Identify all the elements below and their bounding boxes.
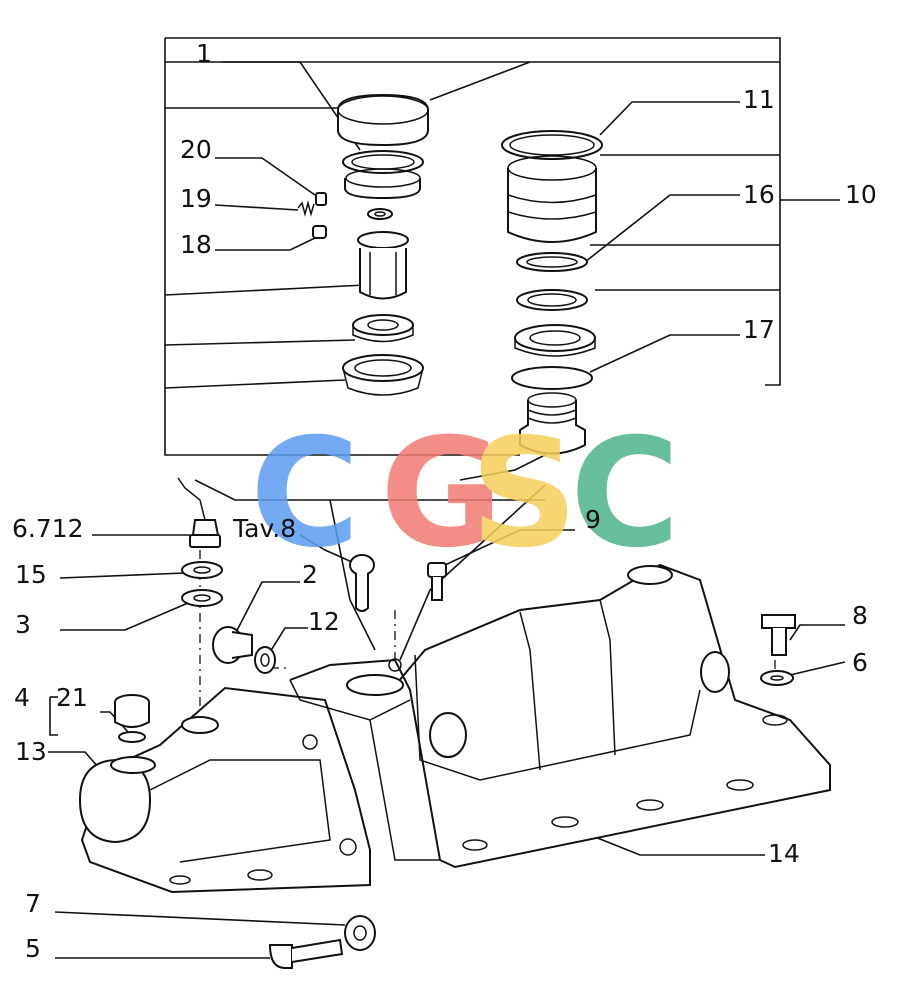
callout-20: 20 xyxy=(180,135,212,164)
callout-13: 13 xyxy=(15,737,47,766)
callout-16: 16 xyxy=(743,180,775,209)
splined-hub-part xyxy=(357,231,409,300)
callout-10: 10 xyxy=(845,180,877,209)
top-assembly-bracket xyxy=(164,37,840,456)
screw-9-part xyxy=(427,562,447,601)
callout-9: 9 xyxy=(585,505,601,534)
callout-11: 11 xyxy=(743,85,775,114)
callout-1: 1 xyxy=(196,39,212,68)
right-housing-14-part xyxy=(289,563,831,869)
callout-labels: 1 20 19 18 11 16 10 17 6.712 Tav.8 9 15 … xyxy=(12,39,877,963)
shim-16-part xyxy=(516,252,588,272)
watermark-letter-4: C xyxy=(570,407,680,581)
cgsc-watermark: C G S C xyxy=(250,407,680,581)
washer-15-part xyxy=(181,561,223,579)
spring-19-part xyxy=(297,200,315,217)
small-washer-part xyxy=(367,208,393,220)
callout-7: 7 xyxy=(25,889,41,918)
callout-18: 18 xyxy=(180,230,212,259)
sensor-6712-part xyxy=(177,477,221,548)
gear-shaft-part xyxy=(519,392,586,455)
callout-tav8: Tav.8 xyxy=(232,514,296,543)
callout-8: 8 xyxy=(852,601,868,630)
callout-17: 17 xyxy=(743,315,775,344)
ball-bearing-part xyxy=(514,324,596,357)
callout-3: 3 xyxy=(15,610,31,639)
drum-part xyxy=(507,155,597,243)
pin-20-part xyxy=(315,192,327,206)
bearing-ring-part xyxy=(352,314,414,343)
snap-ring-part xyxy=(342,150,424,174)
callout-21: 21 xyxy=(56,683,88,712)
plug-21-part xyxy=(114,694,150,743)
callout-19: 19 xyxy=(180,184,212,213)
callout-4: 4 xyxy=(14,683,30,712)
cap-part xyxy=(337,93,429,147)
sleeve-ring-part xyxy=(344,168,421,200)
lever-tav8-part xyxy=(349,554,375,612)
watermark-letter-3: S xyxy=(470,407,578,581)
washer-7-part xyxy=(344,915,376,951)
callout-12: 12 xyxy=(308,607,340,636)
ball-18-part xyxy=(312,225,327,239)
callout-14: 14 xyxy=(768,839,800,868)
callout-15: 15 xyxy=(15,560,47,589)
washer-12-part xyxy=(254,646,276,674)
watermark-letter-2: G xyxy=(380,407,503,581)
circlip-11-part xyxy=(501,130,603,160)
callout-6: 6 xyxy=(852,648,868,677)
callout-6712: 6.712 xyxy=(12,514,84,543)
left-housing-13-part xyxy=(78,686,371,894)
circlip-17-part xyxy=(511,366,593,390)
plug-2-part xyxy=(212,626,253,664)
thrust-washer-part xyxy=(516,289,588,311)
washer-3-part xyxy=(181,589,223,607)
bearing-cup-part xyxy=(342,354,424,396)
callout-2: 2 xyxy=(302,560,318,589)
washer-6-part xyxy=(760,670,794,686)
bolt-8-part xyxy=(761,614,796,656)
watermark-letter-1: C xyxy=(250,407,360,581)
bolt-5-part xyxy=(268,938,344,969)
callout-5: 5 xyxy=(25,934,41,963)
